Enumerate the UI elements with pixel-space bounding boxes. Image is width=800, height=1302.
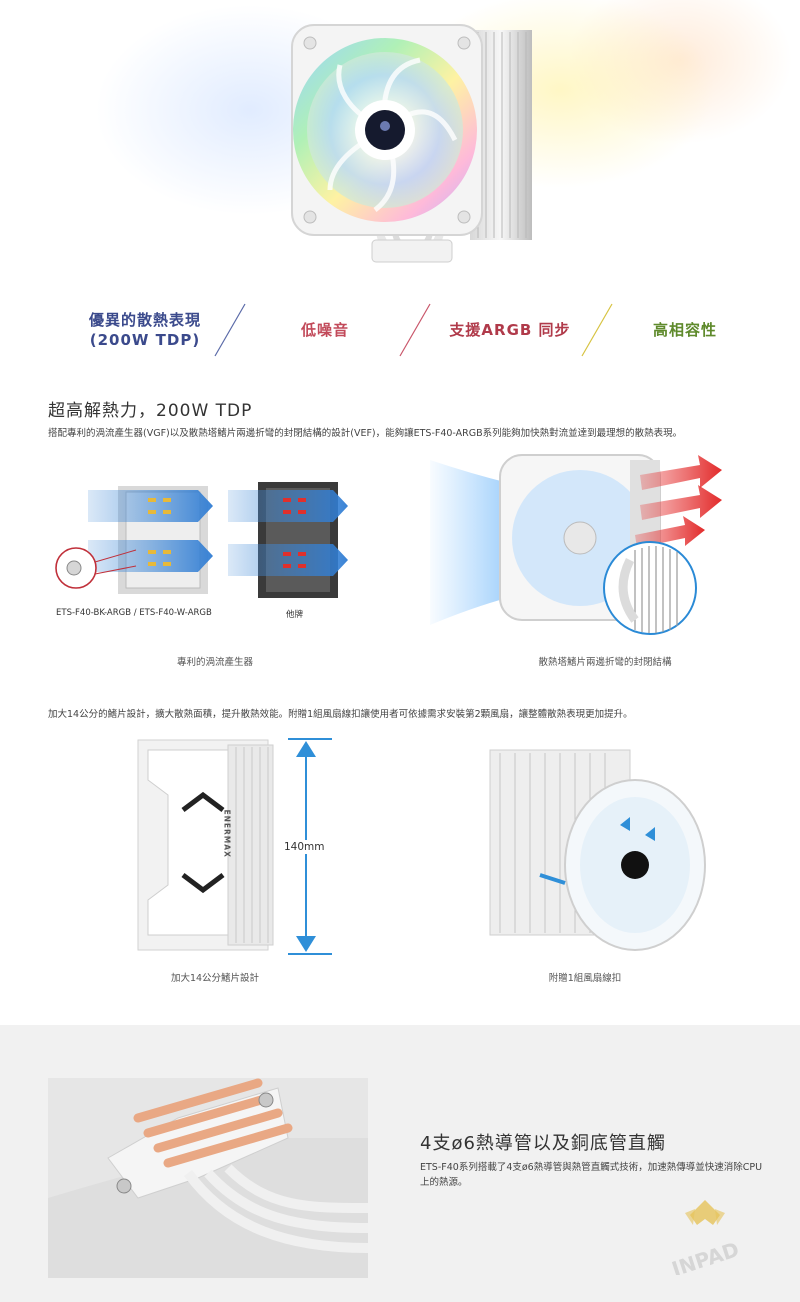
caption-fin-design: 加大14公分鰭片設計 xyxy=(170,973,260,984)
feature-label: 高相容性 xyxy=(652,321,717,339)
closed-fin-structure-diagram xyxy=(430,454,722,635)
feature-dividers xyxy=(214,303,613,357)
inpad-logo-icon: INPAD xyxy=(669,1200,742,1281)
dimension-label: 140mm xyxy=(284,840,325,854)
feature-argb-sync: 支援ARGB 同步 xyxy=(425,290,595,370)
inpad-watermark-text: INPAD xyxy=(669,1237,742,1275)
feature-compatibility: 高相容性 xyxy=(615,290,755,370)
inpad-watermark: INPAD xyxy=(665,1195,765,1281)
diagram-label-enermax: ETS-F40-BK-ARGB / ETS-F40-W-ARGB xyxy=(56,608,212,618)
feature-label: 支援ARGB 同步 xyxy=(449,321,571,339)
feature-low-noise: 低噪音 xyxy=(255,290,395,370)
hero-cooler-image xyxy=(291,24,532,263)
hero-banner xyxy=(0,0,800,290)
fan-clip-diagram xyxy=(489,749,706,951)
enermax-logo-text: ENERMAX xyxy=(222,809,232,858)
diagram-label-other-brand: 他牌 xyxy=(286,610,304,620)
feature-cooling-performance: 優異的散熱表現 (200W TDP) xyxy=(60,290,230,370)
section3-description: ETS-F40系列搭載了4支ø6熱導管與熱管直觸式技術，加速熱傳導並快速消除CP… xyxy=(420,1162,763,1188)
feature-strip: 優異的散熱表現 (200W TDP) 低噪音 支援ARGB 同步 高相容性 xyxy=(0,290,800,370)
feature-label: 優異的散熱表現 xyxy=(88,311,201,329)
section1-title: 超高解熱力，200W TDP xyxy=(48,401,253,421)
feature-sublabel: (200W TDP) xyxy=(89,331,201,349)
section2-description: 加大14公分的鰭片設計，擴大散熱面積，提升散熱效能。附贈1組風扇線扣讓使用者可依… xyxy=(48,709,633,720)
section3-title: 4支ø6熱導管以及銅底管直觸 xyxy=(420,1133,666,1154)
heatpipe-image xyxy=(48,1078,368,1278)
section1-description: 搭配專利的渦流產生器(VGF)以及散熱塔鰭片兩邊折彎的封閉結構的設計(VEF)，… xyxy=(48,428,683,439)
caption-closed-fin-structure: 散熱塔鰭片兩邊折彎的封閉結構 xyxy=(538,657,672,668)
caption-vortex-generator: 專利的渦流產生器 xyxy=(176,657,253,668)
vortex-generator-diagram xyxy=(55,482,348,598)
fin-design-diagram xyxy=(137,739,274,951)
feature-label: 低噪音 xyxy=(300,321,349,339)
caption-fan-clip: 附贈1組風扇線扣 xyxy=(548,973,622,984)
